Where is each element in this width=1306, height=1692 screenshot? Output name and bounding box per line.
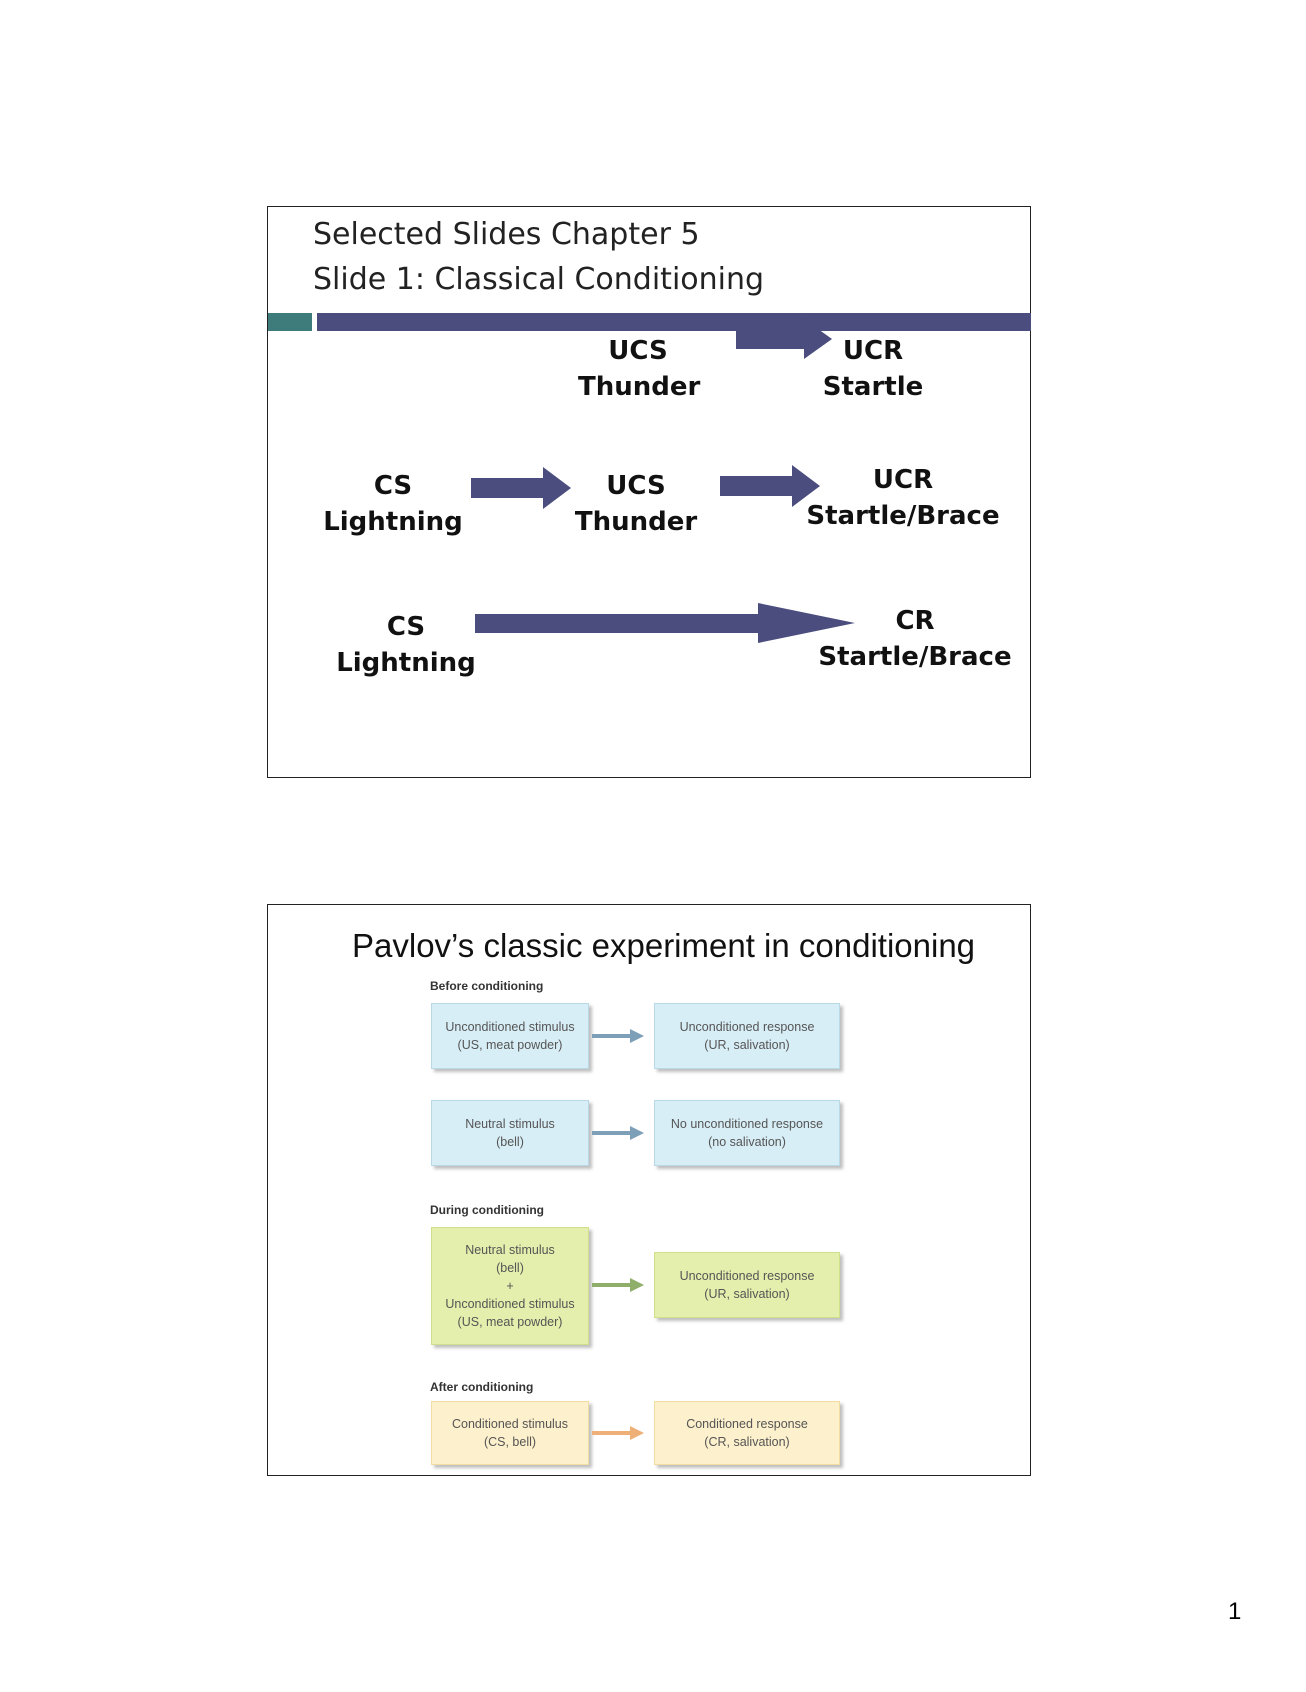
- arrow-during: [592, 1278, 644, 1292]
- title-bar-accent: [268, 313, 312, 331]
- box-unconditioned-response: Unconditioned response(UR, salivation): [654, 1003, 840, 1069]
- slide-title-line-2: Slide 1: Classical Conditioning: [313, 262, 765, 297]
- box-no-unconditioned-response: No unconditioned response(no salivation): [654, 1100, 840, 1166]
- section-after-conditioning: After conditioning: [430, 1380, 534, 1394]
- row1-arrow: [736, 319, 832, 359]
- slide-pavlov-experiment: Pavlov’s classic experiment in condition…: [267, 904, 1031, 1476]
- section-during-conditioning: During conditioning: [430, 1203, 544, 1217]
- slide-title-line-1: Selected Slides Chapter 5: [313, 217, 700, 252]
- box-neutral-plus-unconditioned-stimulus: Neutral stimulus (bell) + Unconditioned …: [431, 1227, 589, 1345]
- page-number: 1: [1228, 1598, 1242, 1625]
- arrow-cs-to-cr: [592, 1426, 644, 1440]
- row3-long-arrow: [475, 603, 855, 643]
- section-before-conditioning: Before conditioning: [430, 979, 544, 993]
- box-during-unconditioned-response: Unconditioned response(UR, salivation): [654, 1252, 840, 1318]
- arrow-us-to-ur: [592, 1029, 644, 1043]
- box-conditioned-response: Conditioned response(CR, salivation): [654, 1401, 840, 1465]
- box-unconditioned-stimulus: Unconditioned stimulus(US, meat powder): [431, 1003, 589, 1069]
- box-neutral-stimulus: Neutral stimulus(bell): [431, 1100, 589, 1166]
- title-bar: [317, 313, 1031, 331]
- slide-title: Pavlov’s classic experiment in condition…: [352, 927, 976, 964]
- row2-arrow-2: [720, 465, 820, 507]
- arrow-ns-to-nur: [592, 1126, 644, 1140]
- slide-classical-conditioning: Selected Slides Chapter 5 Slide 1: Class…: [267, 206, 1031, 778]
- row2-arrow-1: [471, 467, 571, 509]
- box-conditioned-stimulus: Conditioned stimulus(CS, bell): [431, 1401, 589, 1465]
